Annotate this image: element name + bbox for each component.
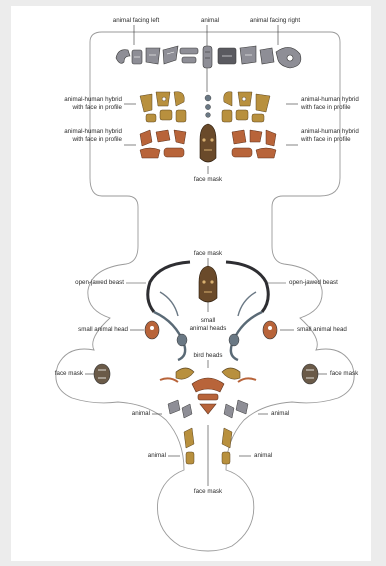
hybrid-lower-right-motif <box>232 130 276 158</box>
label-animal-right-lower: animal <box>254 452 272 459</box>
animal-left-lower-motif <box>184 428 194 464</box>
small-animal-head-left-motif <box>145 321 159 339</box>
face-mask-right-motif <box>302 364 318 384</box>
label-hybrid-top-right-1: animal-human hybrid <box>301 96 359 103</box>
label-hybrid-bottom-right-1: animal-human hybrid <box>301 128 359 135</box>
label-face-mask-right: face mask <box>330 370 358 377</box>
label-animal: animal <box>201 17 219 24</box>
label-small-animal-head-right: small animal head <box>297 326 347 333</box>
label-animal-facing-left: animal facing left <box>113 17 159 24</box>
center-dots <box>205 95 211 117</box>
animal-right-lower-motif <box>222 428 232 464</box>
label-hybrid-top-left-1: animal-human hybrid <box>64 96 122 103</box>
label-small-animal-head-left: small animal head <box>78 326 128 333</box>
label-bird-heads: bird heads <box>194 352 223 359</box>
animal-left-upper-motif <box>168 400 192 418</box>
hybrid-upper-left-motif <box>140 92 186 122</box>
label-animal-left-lower: animal <box>148 452 166 459</box>
label-open-jawed-beast-left: open-jawed beast <box>75 279 124 286</box>
animal-facing-right-motif <box>218 46 301 68</box>
label-face-mask-left: face mask <box>55 370 83 377</box>
label-small-animal-heads-2: animal heads <box>190 325 227 332</box>
face-mask-middle-motif <box>199 266 217 302</box>
animal-center-motif <box>203 46 212 68</box>
label-hybrid-bottom-left-1: animal-human hybrid <box>64 128 122 135</box>
face-mask-upper-motif <box>200 124 216 162</box>
label-face-mask-bottom: face mask <box>194 488 222 495</box>
hybrid-upper-right-motif <box>222 92 270 122</box>
label-animal-right-upper: animal <box>271 410 289 417</box>
label-face-mask-upper: face mask <box>194 176 222 183</box>
label-hybrid-top-left-2: with face in profile <box>72 104 122 111</box>
label-small-animal-heads-1: small <box>201 317 215 324</box>
hybrid-lower-left-motif <box>140 130 186 158</box>
label-open-jawed-beast-right: open-jawed beast <box>289 279 338 286</box>
animal-facing-left-motif <box>116 46 198 64</box>
label-hybrid-bottom-left-2: with face in profile <box>72 136 122 143</box>
label-animal-facing-right: animal facing right <box>250 17 300 24</box>
small-animal-heads-motif <box>177 334 239 346</box>
label-hybrid-top-right-2: with face in profile <box>301 104 351 111</box>
bird-heads-motif <box>176 368 240 379</box>
label-hybrid-bottom-right-2: with face in profile <box>301 136 351 143</box>
animal-right-upper-motif <box>224 400 248 418</box>
label-face-mask-middle: face mask <box>194 250 222 257</box>
small-animal-head-right-motif <box>263 321 277 339</box>
label-animal-left-upper: animal <box>132 410 150 417</box>
face-mask-left-motif <box>94 364 110 384</box>
